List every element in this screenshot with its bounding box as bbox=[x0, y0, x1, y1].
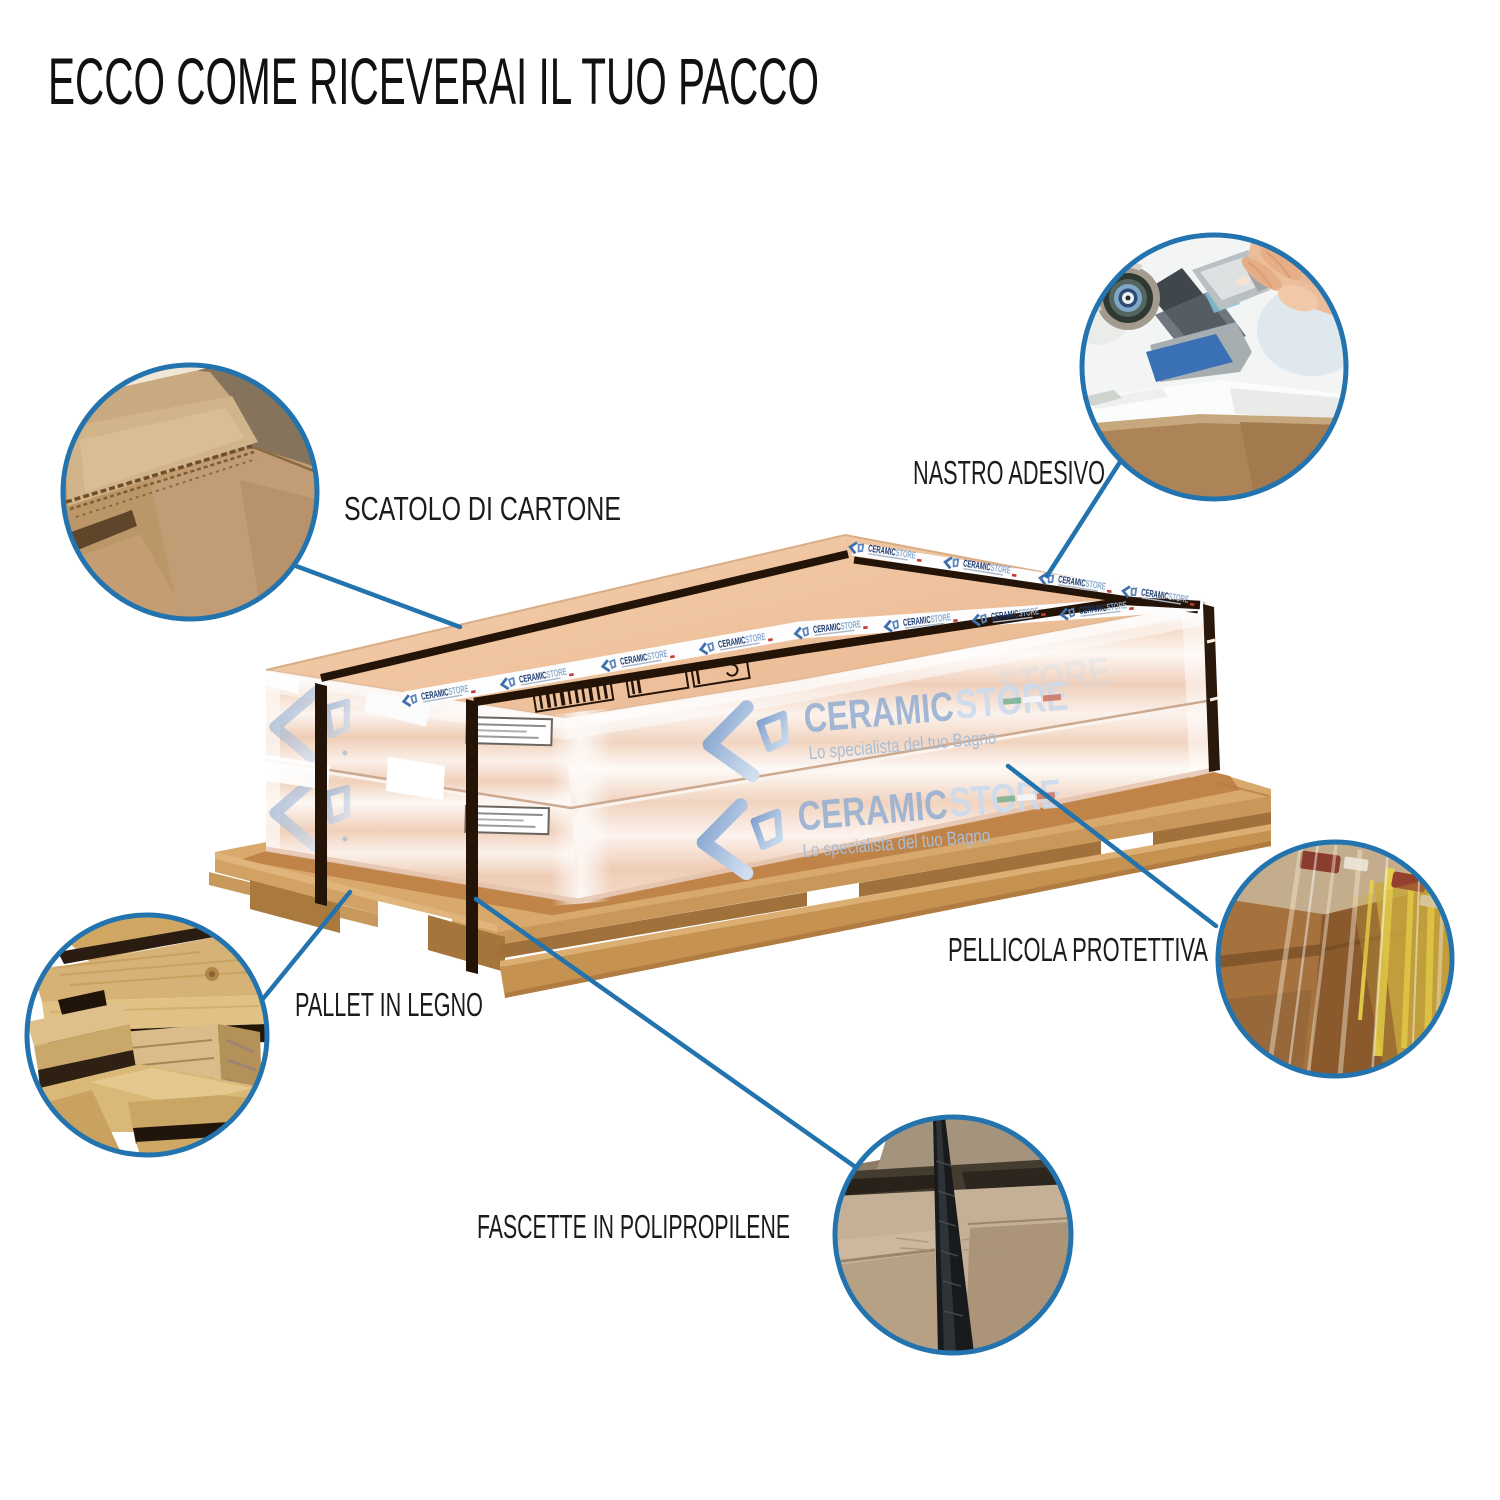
svg-text:ECCO COME RICEVERAI IL TUO PAC: ECCO COME RICEVERAI IL TUO PACCO bbox=[48, 44, 819, 118]
svg-text:PELLICOLA PROTETTIVA: PELLICOLA PROTETTIVA bbox=[948, 931, 1208, 968]
svg-text:NASTRO ADESIVO: NASTRO ADESIVO bbox=[913, 454, 1105, 491]
svg-text:FASCETTE IN POLIPROPILENE: FASCETTE IN POLIPROPILENE bbox=[477, 1208, 790, 1245]
svg-text:PALLET IN LEGNO: PALLET IN LEGNO bbox=[295, 986, 483, 1023]
svg-text:SCATOLO DI CARTONE: SCATOLO DI CARTONE bbox=[344, 490, 621, 527]
